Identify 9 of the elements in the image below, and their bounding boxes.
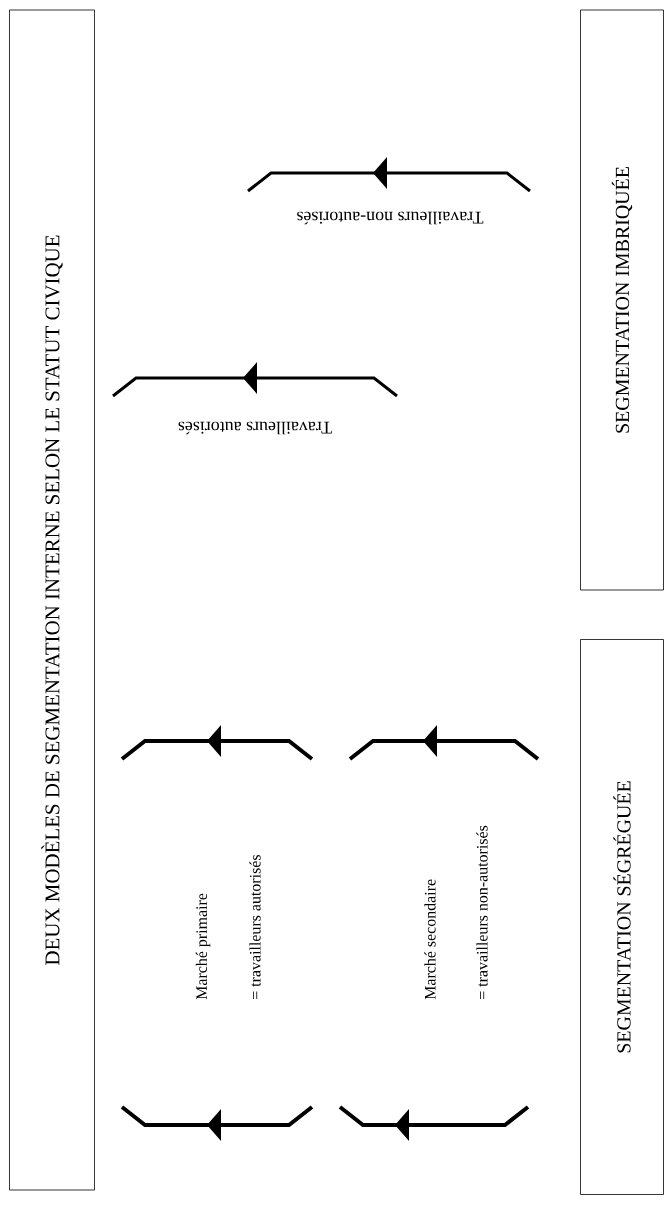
segmentation-box: SEGMENTATION SÉGRÉGUÉE: [580, 639, 664, 1195]
label-text: = travailleurs autorisés: [249, 855, 261, 999]
label-text: Travailleurs non-autorisés: [297, 211, 484, 225]
segmentation-box: SEGMENTATION IMBRIQUÉE: [580, 9, 664, 591]
label-text: = travailleurs non-autorisés: [476, 825, 488, 999]
title-box: DEUX MODÈLES DE SEGMENTATION INTERNE SELON LE STATUT CIVIQUE: [9, 9, 95, 1191]
label-text: Marché primaire: [195, 893, 211, 1000]
label-text: Marché secondaire: [424, 879, 436, 1000]
label-text: Travailleurs autorisés: [178, 421, 332, 435]
